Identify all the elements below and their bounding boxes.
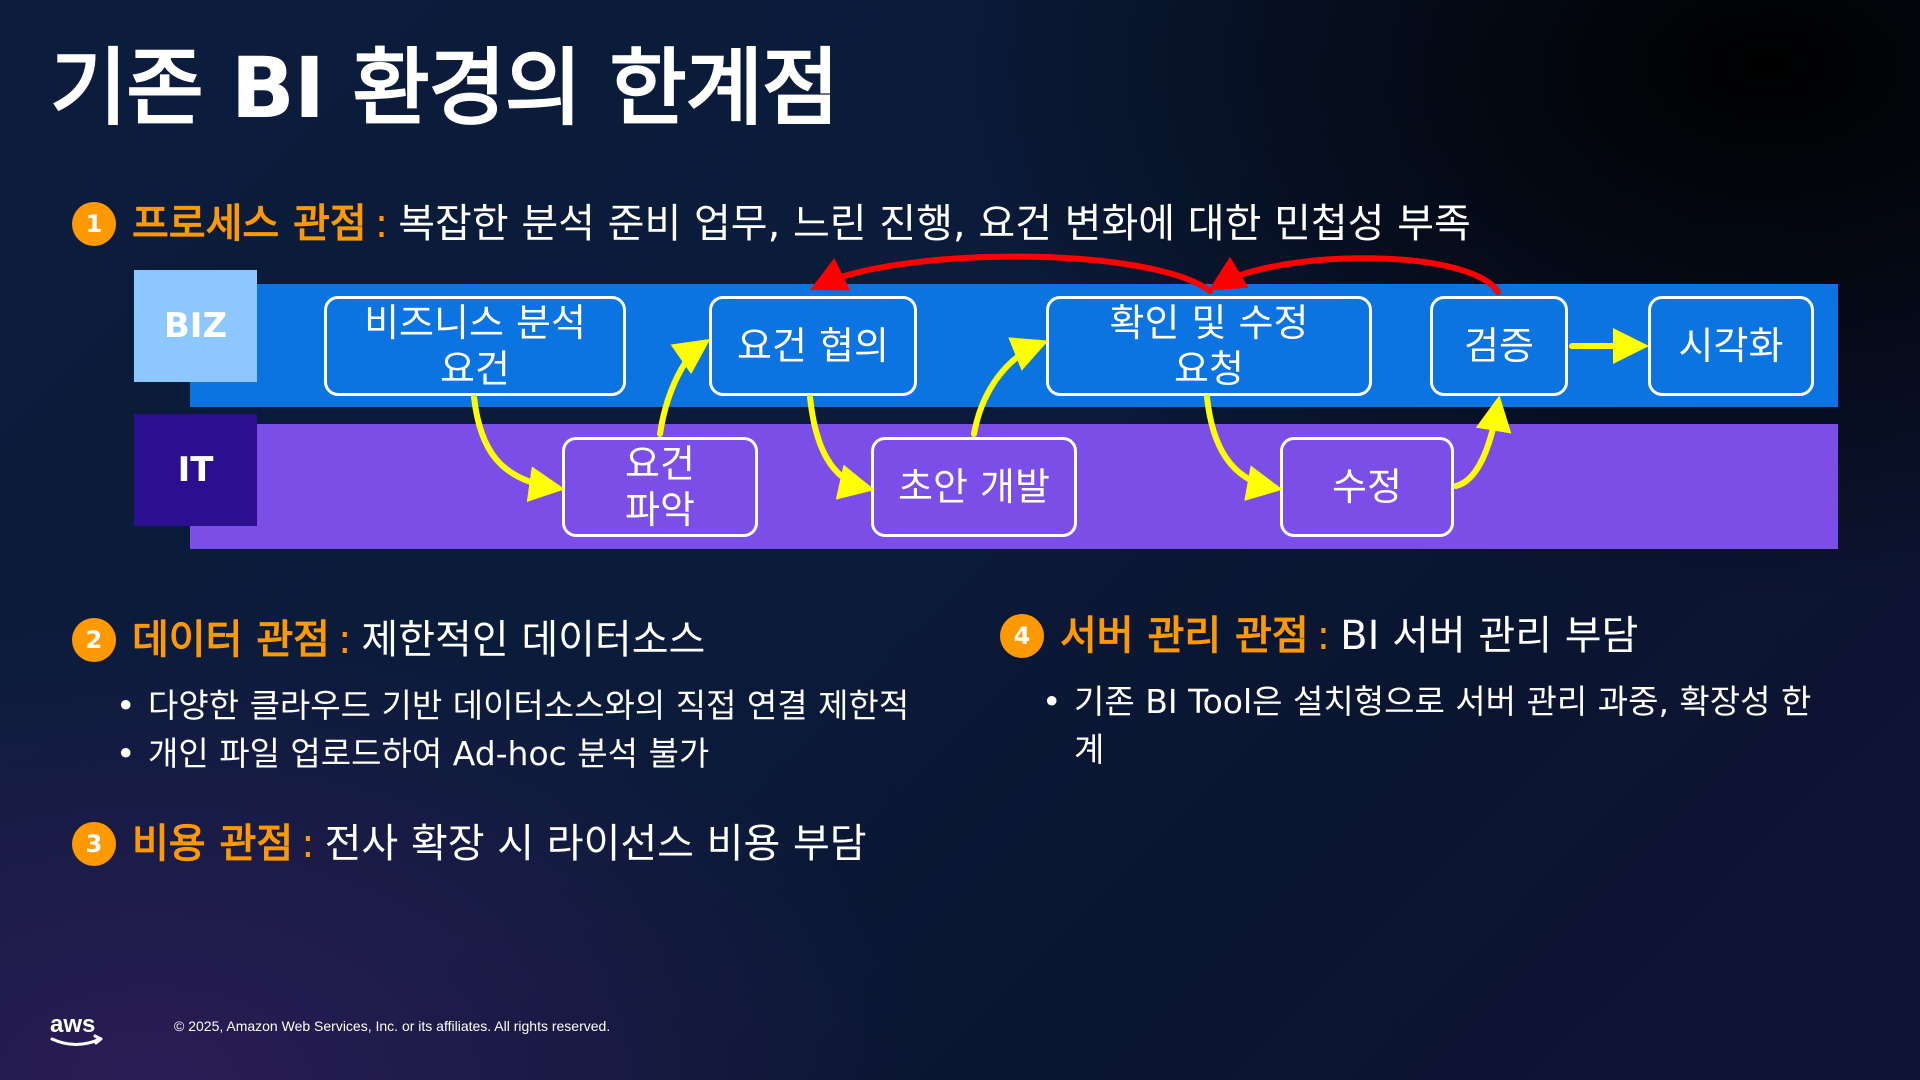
arrow-biz-req-to-understand [471,394,565,502]
section-data: 2 데이터 관점 : 제한적인 데이터소스 [72,616,705,664]
section-number-badge: 3 [72,822,116,866]
arrow-confirm-to-modify [1204,394,1283,501]
list-item: 개인 파일 업로드하여 Ad-hoc 분석 불가 [112,730,992,778]
section-colon: : [1316,613,1331,659]
node-requirement-understand: 요건 파악 [562,437,758,537]
section-number-badge: 4 [1000,614,1044,658]
section-colon: : [374,201,389,247]
lane-label-biz: BIZ [134,270,257,382]
section-process: 1 프로세스 관점 : 복잡한 분석 준비 업무, 느린 진행, 요건 변화에 … [72,200,1471,248]
section-description: 제한적인 데이터소스 [361,617,706,663]
copyright-text: © 2025, Amazon Web Services, Inc. or its… [174,1018,611,1034]
arrow-understand-to-negotiation [657,338,711,437]
section-description: 전사 확장 시 라이선스 비용 부담 [324,821,867,867]
lane-label-it: IT [134,414,257,526]
server-bullet-list: 기존 BI Tool은 설치형으로 서버 관리 과중, 확장성 한계 [1038,678,1838,774]
list-item: 다양한 클라우드 기반 데이터소스와의 직접 연결 제한적 [112,682,992,730]
svg-text:aws: aws [50,1011,95,1038]
node-confirm-request: 확인 및 수정 요청 [1046,296,1372,396]
node-verify: 검증 [1430,296,1568,396]
section-label: 데이터 관점 [132,617,330,663]
section-number-badge: 2 [72,618,116,662]
arrow-modify-to-verify [1453,395,1512,489]
data-bullet-list: 다양한 클라우드 기반 데이터소스와의 직접 연결 제한적 개인 파일 업로드하… [112,682,992,778]
section-label: 서버 관리 관점 [1060,613,1309,659]
node-draft-development: 초안 개발 [871,437,1077,537]
section-server: 4 서버 관리 관점 : BI 서버 관리 부담 [1000,612,1638,660]
list-item: 기존 BI Tool은 설치형으로 서버 관리 과중, 확장성 한계 [1038,678,1838,774]
section-description: 복잡한 분석 준비 업무, 느린 진행, 요건 변화에 대한 민첩성 부족 [398,201,1471,247]
node-biz-requirement: 비즈니스 분석 요건 [324,296,626,396]
feedback-arrow-confirm-to-negotiation [809,253,1213,294]
node-requirement-negotiation: 요건 협의 [709,296,917,396]
node-modify: 수정 [1280,437,1454,537]
section-colon: : [301,821,315,867]
node-visualize: 시각화 [1648,296,1814,396]
arrow-negotiation-to-draft [807,394,875,500]
section-label: 프로세스 관점 [132,201,367,247]
section-description: BI 서버 관리 부담 [1340,613,1639,659]
page-title: 기존 BI 환경의 한계점 [50,39,839,137]
arrow-draft-to-confirm [971,337,1049,437]
aws-logo-icon: aws [50,1011,103,1046]
section-colon: : [337,617,352,663]
feedback-arrow-verify-to-confirm [1208,255,1501,295]
section-label: 비용 관점 [132,821,294,867]
section-number-badge: 1 [72,202,116,246]
section-cost: 3 비용 관점 : 전사 확장 시 라이선스 비용 부담 [72,820,867,868]
